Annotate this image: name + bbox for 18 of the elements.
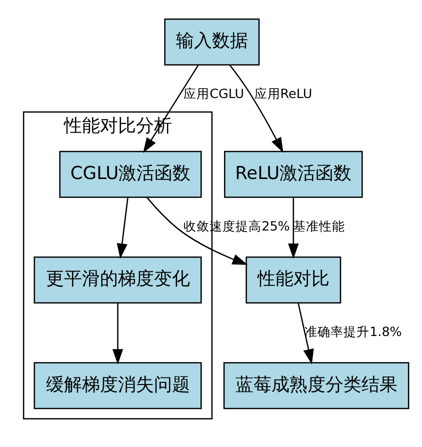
edge-label: 准确率提升1.8% [304,324,402,338]
edge-label: 应用CGLU [184,86,244,100]
node-box: CGLU激活函数 [59,150,202,198]
node-box: 蓝莓成熟度分类结果 [223,362,410,409]
node-box: ReLU激活函数 [224,150,363,198]
node-box: 更平滑的梯度变化 [34,256,202,304]
node-box: 缓解梯度消失问题 [34,362,202,409]
arrow [298,302,314,364]
arrow [288,197,299,258]
edge-label: 应用ReLU [254,86,312,100]
node-box: 性能对比 [246,256,342,304]
node-box: 输入数据 [164,18,260,66]
arrow [116,196,128,258]
arrow [146,196,248,264]
arrow [112,302,124,364]
arrow [229,64,284,152]
edge-label: 基准性能 [292,218,345,233]
arrow [143,64,199,153]
